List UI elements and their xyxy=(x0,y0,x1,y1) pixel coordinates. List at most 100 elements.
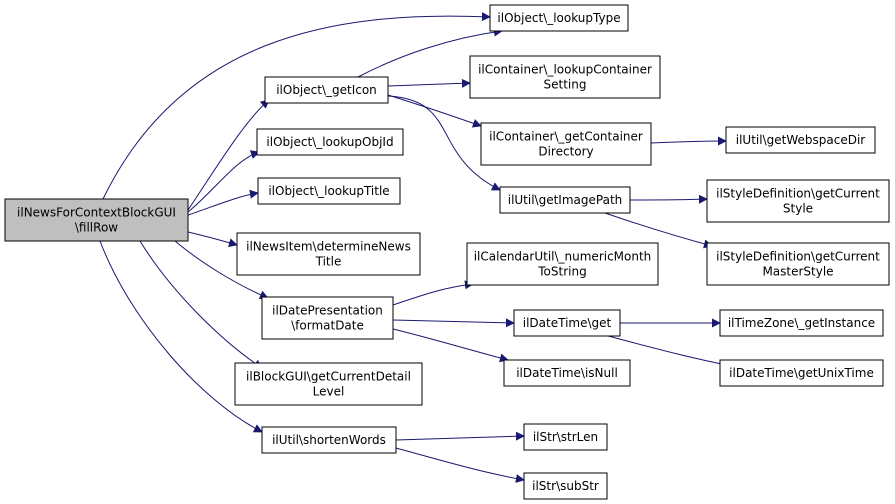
node-label: ilContainer\_lookupContainer xyxy=(478,63,652,77)
node-label: ilDateTime\get xyxy=(523,316,612,330)
node-label: ilTimeZone\_getInstance xyxy=(728,316,875,330)
node-box[interactable] xyxy=(469,55,661,99)
node-box[interactable] xyxy=(257,177,401,205)
node-box[interactable] xyxy=(523,423,608,451)
call-edge-path xyxy=(187,231,238,248)
call-edge xyxy=(387,78,471,88)
call-edge xyxy=(187,231,238,248)
call-edge-path xyxy=(392,318,515,328)
node-label: Directory xyxy=(538,145,593,159)
node-box[interactable] xyxy=(489,4,629,32)
node-box[interactable] xyxy=(480,122,652,166)
node-box[interactable] xyxy=(466,242,659,286)
node-box[interactable] xyxy=(719,359,884,387)
call-edge-path xyxy=(99,240,263,433)
node-label: ilObject\_lookupObjId xyxy=(266,135,393,149)
node-label: ilStr\subStr xyxy=(532,479,599,493)
node-label: ilCalendarUtil\_numericMonth xyxy=(474,250,652,264)
node-box[interactable] xyxy=(234,362,423,406)
call-edge xyxy=(99,240,263,433)
node-box[interactable] xyxy=(523,472,608,500)
node-lookup-type[interactable]: ilObject\_lookupType xyxy=(489,4,629,32)
call-edge xyxy=(392,328,509,363)
call-edge xyxy=(392,280,474,306)
node-box[interactable] xyxy=(706,179,890,223)
call-edge xyxy=(357,27,503,78)
node-get-icon[interactable]: ilObject\_getIcon xyxy=(264,76,389,104)
node-label: ilDateTime\getUnixTime xyxy=(729,366,874,380)
call-edge-path xyxy=(395,447,525,483)
node-is-null[interactable]: ilDateTime\isNull xyxy=(503,359,631,387)
call-edge-path xyxy=(139,240,263,369)
node-box[interactable] xyxy=(499,186,631,214)
call-edge-path xyxy=(650,136,727,146)
node-sub-str[interactable]: ilStr\subStr xyxy=(523,472,608,500)
node-box[interactable] xyxy=(236,232,421,276)
node-label: \formatDate xyxy=(291,319,364,333)
call-edge xyxy=(387,94,482,128)
node-label: Title xyxy=(315,255,342,269)
call-edge xyxy=(139,240,263,369)
node-box[interactable] xyxy=(261,296,394,340)
node-label: ilObject\_getIcon xyxy=(276,83,377,97)
call-edge xyxy=(395,447,525,483)
call-edge xyxy=(387,95,501,191)
node-box[interactable] xyxy=(256,128,404,156)
call-edge-path xyxy=(392,328,509,363)
call-edge-path xyxy=(357,27,503,78)
call-edge-path xyxy=(629,194,708,204)
call-edge-path xyxy=(387,94,482,128)
node-box[interactable] xyxy=(725,126,876,154)
node-str-len[interactable]: ilStr\strLen xyxy=(523,423,608,451)
node-box[interactable] xyxy=(4,198,189,242)
node-box[interactable] xyxy=(706,242,890,286)
node-shorten-words[interactable]: ilUtil\shortenWords xyxy=(261,426,397,454)
node-label: MasterStyle xyxy=(762,265,833,279)
call-edge xyxy=(395,431,525,441)
node-box[interactable] xyxy=(513,309,621,337)
edges xyxy=(99,12,733,483)
node-root[interactable]: ilNewsForContextBlockGUI\fillRow xyxy=(4,198,189,242)
node-label: ilUtil\getImagePath xyxy=(508,193,623,207)
node-format-date[interactable]: ilDatePresentation\formatDate xyxy=(261,296,394,340)
node-label: ilObject\_lookupType xyxy=(497,11,620,25)
node-get-webspace-dir[interactable]: ilUtil\getWebspaceDir xyxy=(725,126,876,154)
call-edge xyxy=(187,99,270,211)
node-label: ilNewsForContextBlockGUI xyxy=(17,206,176,220)
call-edge-path xyxy=(387,95,501,191)
node-box[interactable] xyxy=(503,359,631,387)
call-edge xyxy=(392,318,515,328)
node-get-instance[interactable]: ilTimeZone\_getInstance xyxy=(719,309,884,337)
node-label: ToString xyxy=(537,265,586,279)
node-get-unix-time[interactable]: ilDateTime\getUnixTime xyxy=(719,359,884,387)
call-edge xyxy=(102,12,491,200)
call-edge-path xyxy=(607,335,733,369)
call-edge-path xyxy=(174,240,269,299)
node-get-image-path[interactable]: ilUtil\getImagePath xyxy=(499,186,631,214)
node-label: \fillRow xyxy=(75,221,118,235)
node-label: ilContainer\_getContainer xyxy=(489,130,643,144)
node-label: ilUtil\shortenWords xyxy=(272,433,386,447)
node-box[interactable] xyxy=(264,76,389,104)
node-label: Setting xyxy=(544,78,587,92)
node-box[interactable] xyxy=(261,426,397,454)
call-edge-path xyxy=(387,78,471,88)
node-label: ilStyleDefinition\getCurrent xyxy=(716,187,880,201)
nodes: ilNewsForContextBlockGUI\fillRow ilObject… xyxy=(4,4,890,500)
node-label: Level xyxy=(313,385,345,399)
node-date-time-get[interactable]: ilDateTime\get xyxy=(513,309,621,337)
call-edge-path xyxy=(187,189,259,216)
node-lookup-obj-id[interactable]: ilObject\_lookupObjId xyxy=(256,128,404,156)
node-label: ilDateTime\isNull xyxy=(516,366,618,380)
node-box[interactable] xyxy=(719,309,884,337)
node-lookup-title[interactable]: ilObject\_lookupTitle xyxy=(257,177,401,205)
node-label: ilNewsItem\determineNews xyxy=(246,240,411,254)
